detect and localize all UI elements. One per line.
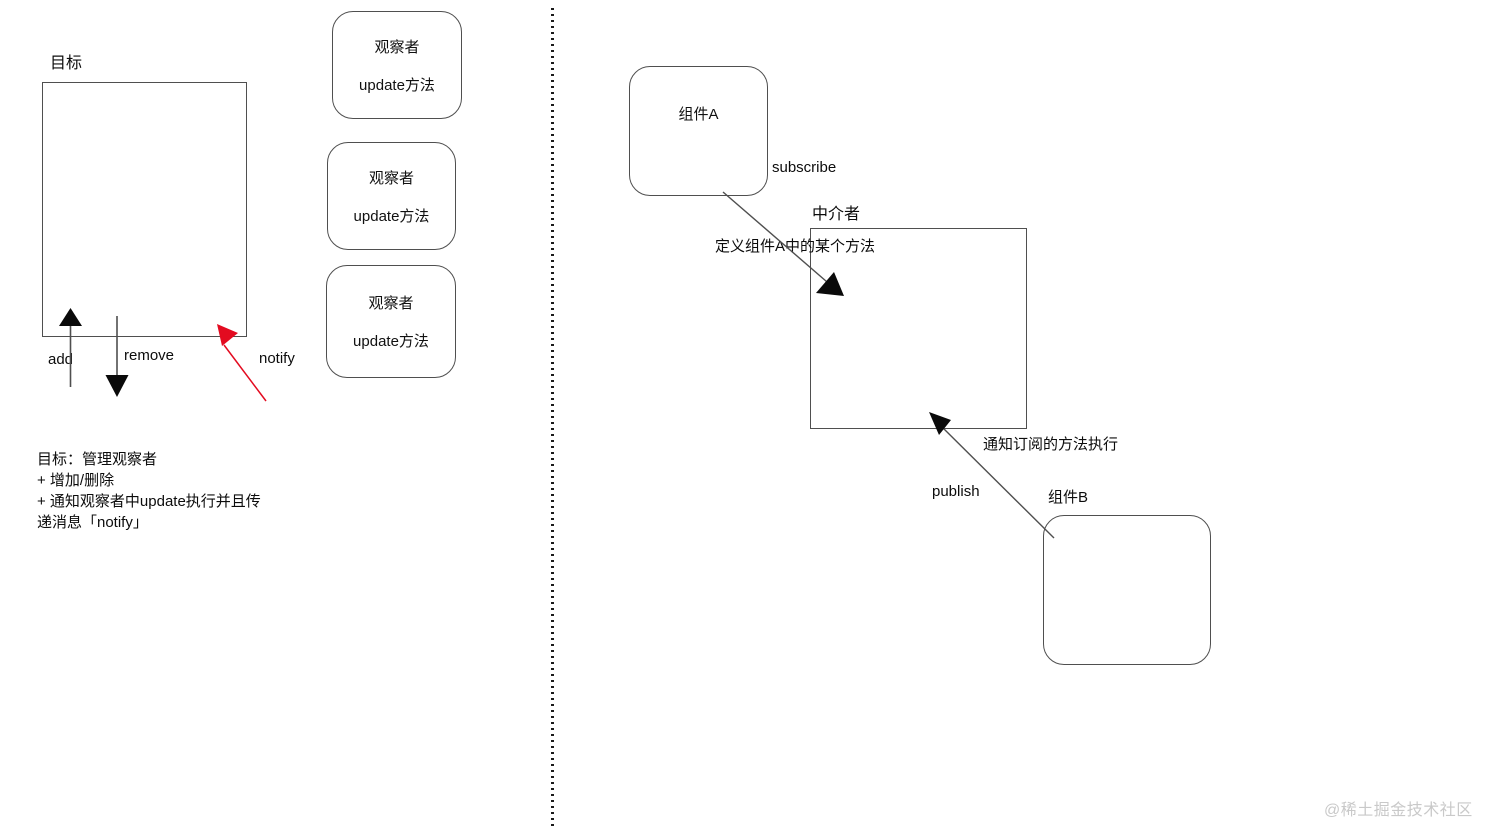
- notify-label: notify: [259, 350, 295, 367]
- observer-box-2: 观察者 update方法: [327, 142, 456, 250]
- target-box: [42, 82, 247, 337]
- publish-label: publish: [932, 483, 980, 500]
- observer-method: update方法: [353, 333, 429, 350]
- define-method-label: 定义组件A中的某个方法: [715, 238, 876, 255]
- observer-notes: 目标：管理观察者 + 增加/删除 + 通知观察者中update执行并且传 递消息…: [37, 449, 261, 533]
- notify-exec-label: 通知订阅的方法执行: [983, 436, 1119, 453]
- component-a-label: 组件A: [678, 106, 719, 123]
- mediator-label: 中介者: [812, 206, 861, 223]
- observer-title: 观察者: [368, 295, 414, 312]
- component-b-box: [1043, 515, 1211, 665]
- observer-box-1: 观察者 update方法: [332, 11, 462, 119]
- remove-label: remove: [124, 347, 175, 364]
- observer-method: update方法: [353, 207, 430, 225]
- observer-method: update方法: [359, 76, 435, 94]
- note-line: + 增加/删除: [37, 472, 115, 489]
- note-line: 递消息「notify」: [37, 514, 148, 531]
- observer-title: 观察者: [368, 169, 414, 187]
- component-b-label: 组件B: [1048, 489, 1089, 506]
- watermark: @稀土掘金技术社区: [1324, 802, 1473, 819]
- subscribe-label: subscribe: [772, 159, 837, 176]
- component-a-box: 组件A: [629, 66, 768, 196]
- observer-box-3: 观察者 update方法: [326, 265, 456, 378]
- mediator-box: [810, 228, 1027, 429]
- note-line: 目标：管理观察者: [37, 451, 158, 468]
- observer-title: 观察者: [374, 38, 420, 56]
- publish-arrow: [929, 412, 1055, 539]
- section-divider: [551, 8, 554, 828]
- target-label: 目标: [50, 55, 83, 72]
- note-line: + 通知观察者中update执行并且传: [37, 493, 261, 510]
- add-label: add: [48, 351, 74, 368]
